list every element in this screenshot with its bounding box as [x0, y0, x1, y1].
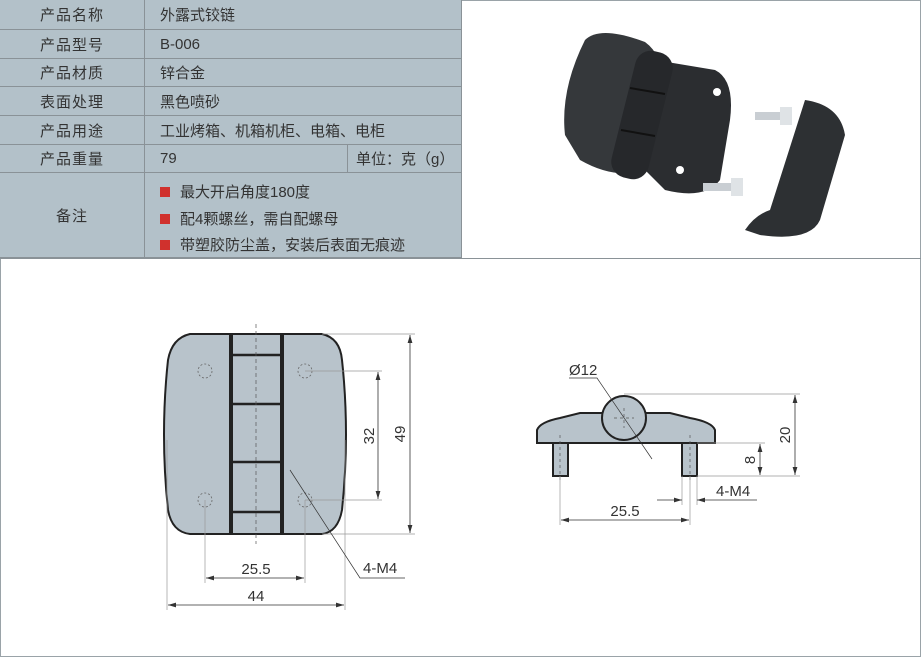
bullet-square-icon	[160, 186, 170, 197]
dim-hole-spacing-horizontal: 25.5	[241, 561, 270, 578]
dim-holes: 4-M4	[716, 483, 750, 500]
spec-label: 产品重量	[0, 145, 145, 172]
side-view: Ø12 20 8 4-M4 25.5	[536, 362, 800, 525]
dim-hole-spacing-vertical: 32	[361, 428, 378, 445]
spec-row-material: 产品材质锌合金	[0, 59, 461, 87]
spec-value: 79	[160, 150, 177, 167]
screw-photo	[755, 107, 792, 125]
spec-label: 产品材质	[0, 59, 145, 86]
spec-label: 备注	[0, 173, 145, 257]
spec-value: 外露式铰链	[160, 7, 236, 24]
note-text: 带塑胶防尘盖，安装后表面无痕迹	[180, 237, 406, 254]
technical-drawing: 49 32 25.5 44 4-M4 Ø12 20 8 4-M4 25.5	[163, 324, 800, 610]
note-text: 最大开启角度180度	[180, 184, 311, 201]
spec-label: 产品型号	[0, 30, 145, 58]
dim-height: 49	[392, 426, 409, 443]
dim-pin-length: 8	[742, 456, 759, 464]
hinge-photo	[564, 32, 731, 194]
spec-value: B-006	[160, 35, 201, 53]
weight-unit: 单位：克（g）	[347, 145, 461, 172]
spec-table: 产品名称外露式铰链 产品型号 B-006 产品材质锌合金 表面处理黑色喷砂 产品用…	[0, 0, 462, 258]
note-item: 最大开启角度180度	[160, 181, 310, 202]
dim-diameter: Ø12	[569, 362, 597, 379]
dust-cover-photo	[745, 100, 845, 237]
dim-total-height: 20	[777, 427, 794, 444]
spec-row-notes: 备注 最大开启角度180度 配4颗螺丝，需自配螺母 带塑胶防尘盖，安装后表面无痕…	[0, 173, 461, 257]
dim-hole-spacing: 25.5	[610, 503, 639, 520]
spec-row-weight: 产品重量 79 单位：克（g）	[0, 145, 461, 173]
screw-photo	[703, 178, 743, 196]
spec-label: 产品用途	[0, 116, 145, 144]
spec-row-model: 产品型号 B-006	[0, 30, 461, 59]
bullet-square-icon	[160, 239, 170, 250]
note-item: 配4颗螺丝，需自配螺母	[160, 208, 338, 229]
note-text: 配4颗螺丝，需自配螺母	[180, 211, 339, 228]
spec-value: 锌合金	[160, 65, 206, 82]
spec-row-name: 产品名称外露式铰链	[0, 0, 461, 30]
spec-label: 产品名称	[0, 0, 145, 29]
dim-width: 44	[248, 588, 265, 605]
note-item: 带塑胶防尘盖，安装后表面无痕迹	[160, 234, 405, 255]
bullet-square-icon	[160, 213, 170, 224]
dim-holes: 4-M4	[363, 560, 397, 577]
section-divider	[0, 258, 921, 259]
spec-row-usage: 产品用途工业烤箱、机箱机柜、电箱、电柜	[0, 116, 461, 145]
product-photo	[564, 32, 845, 237]
front-view: 49 32 25.5 44 4-M4	[163, 324, 415, 610]
spec-value: 黑色喷砂	[160, 93, 221, 111]
spec-row-finish: 表面处理黑色喷砂	[0, 87, 461, 116]
spec-value: 工业烤箱、机箱机柜、电箱、电柜	[160, 122, 386, 140]
spec-label: 表面处理	[0, 87, 145, 115]
